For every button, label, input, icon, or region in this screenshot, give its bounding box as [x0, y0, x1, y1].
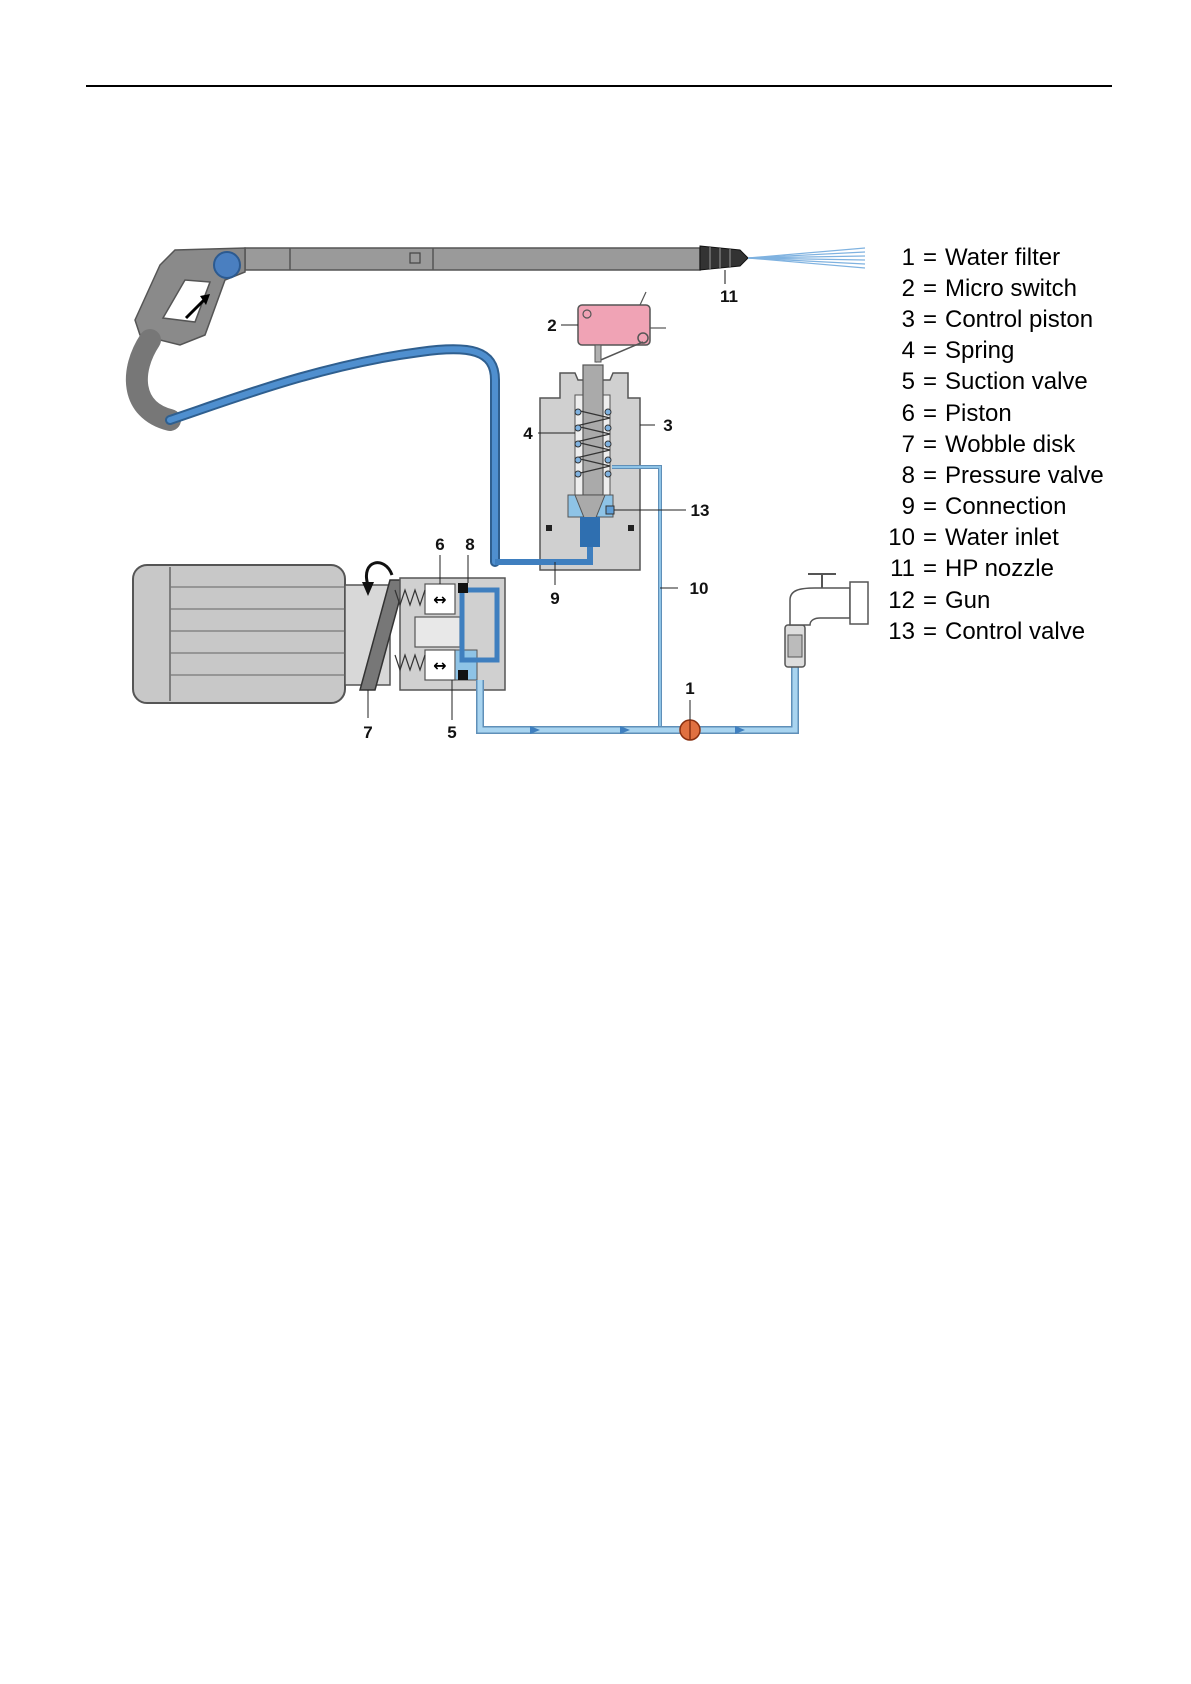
svg-text:↔: ↔	[433, 590, 446, 609]
callout-4: 4	[523, 424, 533, 443]
callout-9: 9	[550, 589, 559, 608]
legend-item: 5=Suction valve	[870, 367, 1170, 398]
svg-text:↔: ↔	[433, 656, 446, 675]
pump-head: ↔ ↔	[395, 578, 505, 690]
legend-item: 11=HP nozzle	[870, 554, 1170, 585]
legend-item: 10=Water inlet	[870, 523, 1170, 554]
water-filter	[680, 720, 700, 740]
callout-13: 13	[691, 501, 710, 520]
hp-hose	[170, 349, 495, 562]
legend-item: 12=Gun	[870, 585, 1170, 616]
motor	[133, 563, 405, 703]
legend-item: 3=Control piston	[870, 304, 1170, 335]
callout-11: 11	[720, 287, 738, 306]
micro-switch	[578, 292, 666, 362]
legend-item: 7=Wobble disk	[870, 429, 1170, 460]
legend-item: 1=Water filter	[870, 242, 1170, 273]
water-tap	[785, 574, 868, 667]
callout-3: 3	[663, 416, 672, 435]
callout-8: 8	[465, 535, 474, 554]
legend-item: 9=Connection	[870, 492, 1170, 523]
legend-item: 8=Pressure valve	[870, 460, 1170, 491]
callout-1: 1	[685, 679, 694, 698]
water-spray	[748, 248, 865, 268]
legend-item: 4=Spring	[870, 336, 1170, 367]
legend-item: 2=Micro switch	[870, 273, 1170, 304]
callout-6: 6	[435, 535, 444, 554]
hp-nozzle	[700, 246, 748, 284]
legend-item: 6=Piston	[870, 398, 1170, 429]
legend-item: 13=Control valve	[870, 616, 1170, 647]
legend: 1=Water filter 2=Micro switch 3=Control …	[870, 242, 1170, 647]
inlet-line	[480, 640, 795, 730]
callout-7: 7	[363, 723, 372, 742]
callout-2: 2	[547, 316, 556, 335]
callout-10: 10	[690, 579, 709, 598]
callout-5: 5	[447, 723, 456, 742]
